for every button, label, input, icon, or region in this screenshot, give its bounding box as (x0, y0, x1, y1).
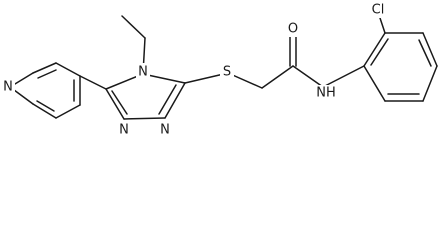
atom-n-pyridine: N (1, 79, 15, 95)
atom-label-layer: N N N N S O NH (1, 2, 389, 139)
molecule-diagram: N N N N S O NH (1, 2, 438, 139)
atom-n-ethyl: N (136, 63, 150, 81)
chemical-structure-canvas: N N N N S O NH (1, 2, 438, 139)
atom-n-triazole-b: N (158, 123, 172, 139)
bond (370, 38, 389, 66)
atom-o: O (286, 21, 300, 37)
bond (363, 32, 386, 67)
bond (55, 104, 81, 119)
atom-label-n-triazole-b: N (160, 123, 170, 138)
bond-layer (9, 11, 438, 120)
atom-label-nh: NH (316, 86, 336, 101)
bond (79, 75, 107, 90)
bond (422, 65, 438, 102)
bond (158, 84, 177, 115)
atom-label-n-triazole-a: N (119, 123, 129, 138)
bond (322, 65, 365, 88)
atom-label-s: S (223, 65, 231, 80)
bond (261, 65, 294, 89)
bond (55, 62, 81, 77)
atom-label-n-ethyl: N (138, 65, 148, 80)
atom-cl: Cl (367, 2, 389, 18)
bond (36, 100, 55, 112)
bond (363, 65, 386, 102)
bond (32, 103, 57, 119)
bond (32, 62, 57, 74)
atom-label-n-pyridine: N (3, 80, 13, 95)
bond (123, 117, 166, 120)
bond (292, 65, 324, 88)
atom-n-triazole-a: N (117, 123, 131, 139)
atom-label-o: O (288, 22, 298, 37)
atom-label-cl: Cl (372, 3, 385, 18)
atom-s: S (220, 65, 234, 81)
bond (111, 90, 128, 115)
bond (105, 88, 125, 120)
atom-nh: NH (314, 85, 338, 101)
bond (418, 39, 432, 67)
bond (422, 32, 438, 67)
bond (164, 82, 186, 119)
bond (121, 15, 146, 39)
bond (37, 69, 57, 79)
